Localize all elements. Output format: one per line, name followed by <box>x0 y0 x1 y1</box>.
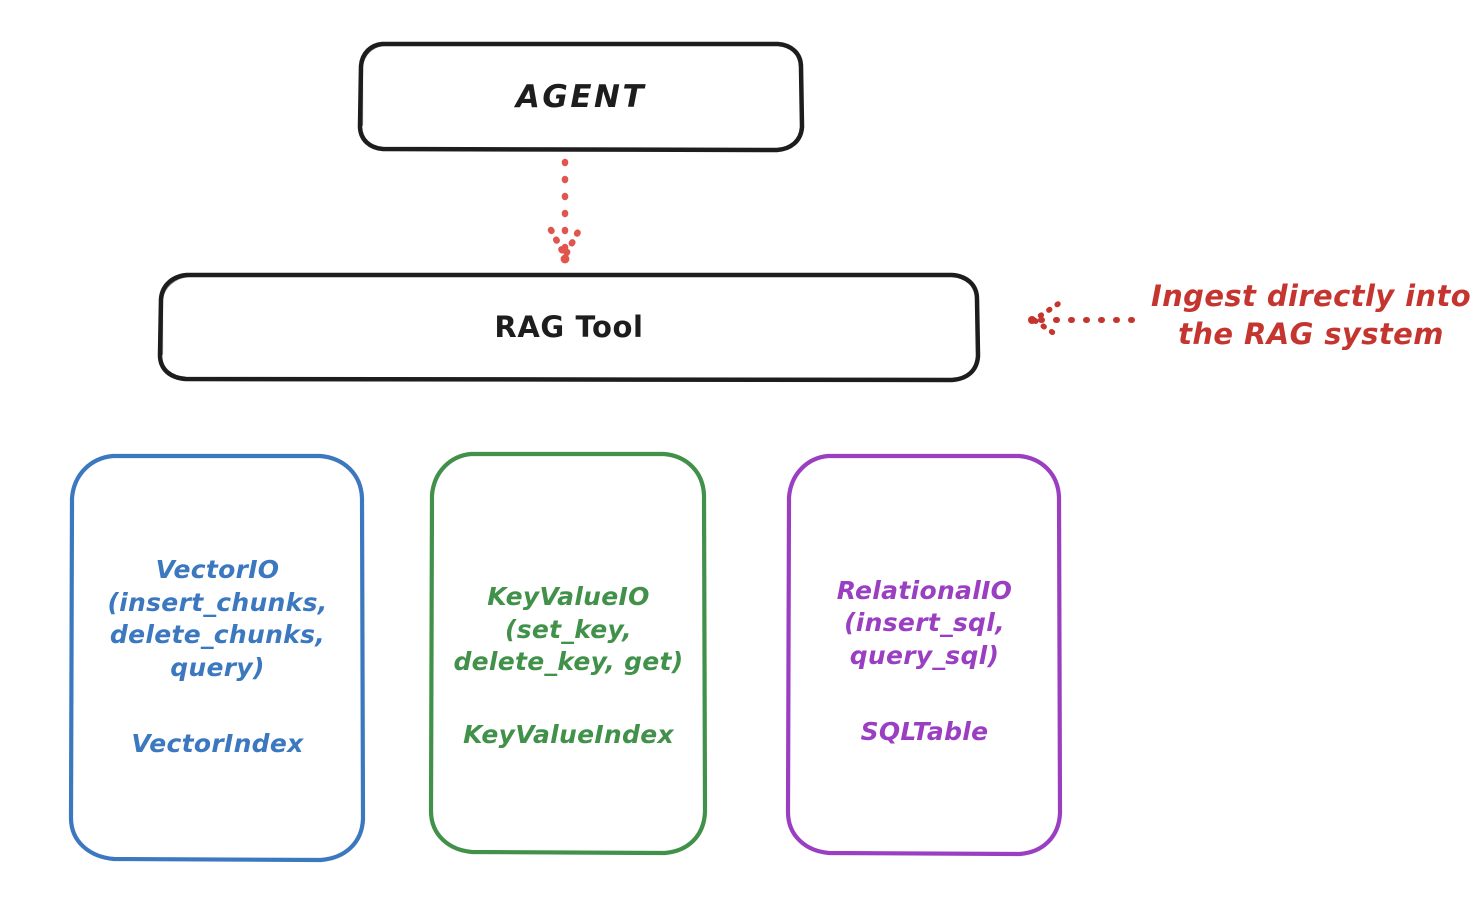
key-value-io-label-wrap: KeyValueIO (set_key, delete_key, get) Ke… <box>428 450 709 856</box>
node-rag-tool[interactable]: RAG Tool <box>157 271 981 383</box>
rag-tool-label: RAG Tool <box>494 310 644 344</box>
relational-io-api-signature: RelationalIO (insert_sql, query_sql) <box>836 575 1013 670</box>
key-value-io-api-signature: KeyValueIO (set_key, delete_key, get) <box>453 582 684 676</box>
agent-to-rag-tool-arrow <box>547 158 583 264</box>
relational-io-label-wrap: RelationalIO (insert_sql, query_sql) SQL… <box>785 452 1064 857</box>
vector-io-index-name: VectorIndex <box>131 729 304 759</box>
node-vector-io[interactable]: VectorIO (insert_chunks, delete_chunks, … <box>68 452 367 863</box>
key-value-io-index-name: KeyValueIndex <box>463 719 674 749</box>
agent-label: AGENT <box>515 78 647 115</box>
node-relational-io[interactable]: RelationalIO (insert_sql, query_sql) SQL… <box>785 452 1064 857</box>
ingest-arrow-icon <box>1028 301 1135 339</box>
rag-tool-label-wrap: RAG Tool <box>157 271 981 383</box>
relational-io-index-name: SQLTable <box>860 717 989 746</box>
agent-label-wrap: AGENT <box>357 40 805 153</box>
vector-io-label-wrap: VectorIO (insert_chunks, delete_chunks, … <box>68 452 367 863</box>
node-key-value-io[interactable]: KeyValueIO (set_key, delete_key, get) Ke… <box>428 450 709 856</box>
ingest-annotation-text: Ingest directly into the RAG system <box>1150 279 1472 351</box>
node-agent[interactable]: AGENT <box>357 40 805 153</box>
vector-io-api-signature: VectorIO (insert_chunks, delete_chunks, … <box>107 555 328 682</box>
